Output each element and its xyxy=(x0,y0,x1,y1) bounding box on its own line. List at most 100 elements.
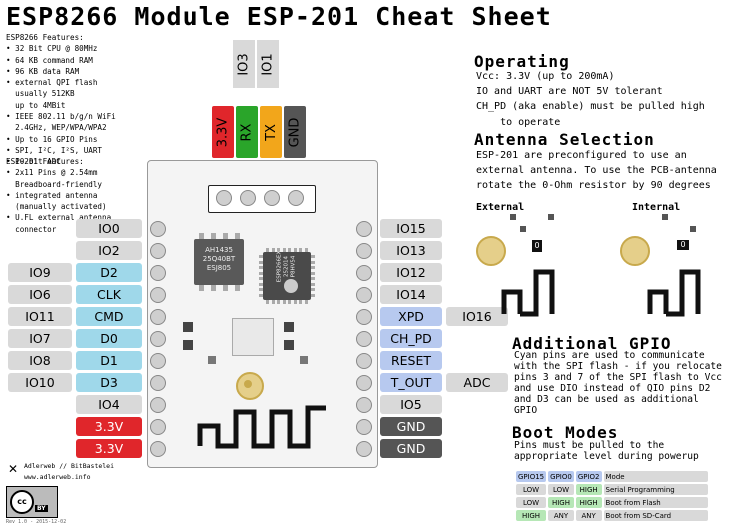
header-hole xyxy=(356,309,372,325)
chip-leg xyxy=(235,233,240,239)
chip-leg xyxy=(311,255,315,258)
left-outer-pin: IO11 xyxy=(8,307,72,326)
capacitor xyxy=(284,322,294,332)
esp8266-features: ESP8266 Features: • 32 Bit CPU @ 80MHz • … xyxy=(6,32,146,168)
feature-item: • Up to 16 GPIO Pins xyxy=(6,134,98,144)
header-hole xyxy=(150,243,166,259)
resistor xyxy=(300,356,308,364)
pad xyxy=(520,226,526,232)
chip-leg xyxy=(311,266,315,269)
header-hole xyxy=(264,190,280,206)
chip-leg xyxy=(311,271,315,275)
external-antenna-trace xyxy=(501,269,555,317)
feature-item: • SPI, I²C, I²S, UART xyxy=(6,145,103,155)
chip-leg xyxy=(235,285,240,291)
external-resistor: 0 xyxy=(532,240,542,252)
chip-leg xyxy=(277,300,280,304)
boot-table-cell: Boot from Flash xyxy=(603,497,708,508)
pad xyxy=(548,214,554,220)
soc-chip-marking: ESP8266EX xyxy=(276,250,283,283)
left-pin: IO4 xyxy=(76,395,142,414)
chip-leg xyxy=(211,233,216,239)
chip-leg xyxy=(259,255,263,258)
boot-table-cell: LOW xyxy=(516,484,547,495)
header-hole xyxy=(356,353,372,369)
feature-item: • integrated antenna (manually activated… xyxy=(6,190,107,212)
right-pin: CH_PD xyxy=(380,329,442,348)
pad xyxy=(690,226,696,232)
boot-table-cell: HIGH xyxy=(575,484,602,495)
resistor xyxy=(208,356,216,364)
esp8266-features-heading: ESP8266 Features: xyxy=(6,33,84,42)
boot-heading: Boot Modes xyxy=(512,423,619,442)
pad xyxy=(510,214,516,220)
feature-item: • external QPI flash usually 512KB up to… xyxy=(6,78,98,110)
header-hole xyxy=(356,243,372,259)
boot-text: Pins must be pulled to the appropriate l… xyxy=(514,440,699,462)
right-pin: RESET xyxy=(380,351,442,370)
top-pin-gnd: GND xyxy=(284,106,306,158)
boot-table-cell: ANY xyxy=(548,510,574,521)
chip-leg xyxy=(288,300,291,304)
internal-ufl xyxy=(620,236,650,266)
header-hole xyxy=(150,419,166,435)
boot-table-header: GPIO15 xyxy=(516,471,547,482)
antenna-heading: Antenna Selection xyxy=(474,130,655,149)
boot-table-header: Mode xyxy=(603,471,708,482)
left-outer-pin: IO6 xyxy=(8,285,72,304)
boot-table-cell: LOW xyxy=(516,497,547,508)
chip-leg xyxy=(266,300,269,304)
boot-table-header: GPIO2 xyxy=(575,471,602,482)
feature-item: • IEEE 802.11 b/g/n WiFi 2.4GHz, WEP/WPA… xyxy=(6,112,116,133)
gpio-heading: Additional GPIO xyxy=(512,334,672,353)
left-outer-pin: IO9 xyxy=(8,263,72,282)
esp201-features-heading: ESP-201 Features: xyxy=(6,157,84,166)
chip-leg xyxy=(304,300,308,304)
top-io3 xyxy=(233,40,255,88)
top-pin-label: GND xyxy=(287,117,303,147)
top-io1-label: IO1 xyxy=(260,52,276,76)
right-outer-pin: ADC xyxy=(446,373,508,392)
capacitor xyxy=(284,340,294,350)
right-pin: GND xyxy=(380,439,442,458)
chip-leg xyxy=(266,248,269,252)
chip-leg xyxy=(311,293,315,297)
left-pin: D1 xyxy=(76,351,142,370)
cc-by-badge: cc BY xyxy=(6,486,58,518)
top-pin-label: 3.3V xyxy=(215,117,231,147)
header-hole xyxy=(150,353,166,369)
boot-table-cell: Boot from SD-Card xyxy=(603,510,708,521)
chip-leg xyxy=(271,300,275,304)
boot-table-cell: ANY xyxy=(575,510,602,521)
external-label: External xyxy=(476,202,525,213)
header-hole xyxy=(150,331,166,347)
operating-heading: Operating xyxy=(474,52,570,71)
revision: Rev 1.0 - 2015-12-02 xyxy=(6,519,67,525)
chip-leg xyxy=(259,271,263,275)
chip-leg xyxy=(259,288,263,291)
feature-item: • U.FL external antenna connector xyxy=(6,213,112,234)
chip-leg xyxy=(259,282,263,286)
pad xyxy=(662,214,668,220)
chip-leg xyxy=(211,285,216,291)
header-hole xyxy=(356,441,372,457)
header-hole xyxy=(356,265,372,281)
chip-leg xyxy=(282,248,286,252)
top-pin-label: TX xyxy=(263,123,279,141)
left-outer-pin: IO8 xyxy=(8,351,72,370)
top-pin-label: RX xyxy=(239,123,255,141)
operating-text: Vcc: 3.3V (up to 200mA) IO and UART are … xyxy=(476,71,705,128)
header-hole xyxy=(288,190,304,206)
capacitor xyxy=(183,322,193,332)
right-pin: XPD xyxy=(380,307,442,326)
header-hole xyxy=(150,397,166,413)
boot-table-cell: Serial Programming xyxy=(603,484,708,495)
left-pin: 3.3V xyxy=(76,439,142,458)
internal-label: Internal xyxy=(632,202,681,213)
left-pin: D3 xyxy=(76,373,142,392)
feature-item: • 32 Bit CPU @ 80MHz xyxy=(6,44,98,54)
